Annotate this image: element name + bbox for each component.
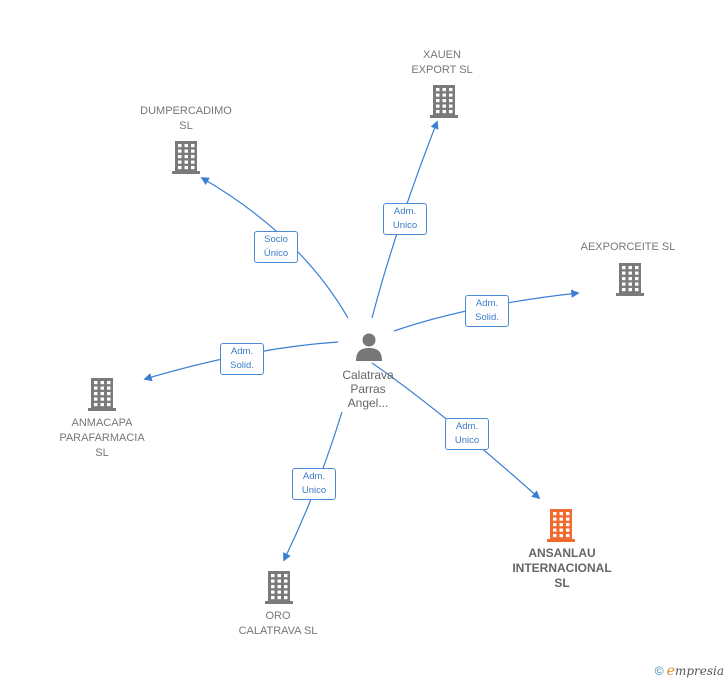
company-label[interactable]: DUMPERCADIMO SL [140,105,232,132]
edge-label[interactable]: Adm. Solid. [465,295,509,327]
edge-label[interactable]: Adm. Unico [292,468,336,500]
copyright-icon: © [654,664,664,678]
building-icon[interactable] [429,84,459,123]
building-icon[interactable] [171,140,201,179]
building-icon[interactable] [87,377,117,416]
brand-logo-initial: e [666,663,675,679]
edge-label[interactable]: Adm. Unico [383,203,427,235]
building-icon[interactable] [264,570,294,609]
person-name-label[interactable]: Calatrava Parras Angel... [342,368,394,410]
person-icon[interactable] [354,331,384,361]
edge-label[interactable]: Adm. Unico [445,418,489,450]
company-label[interactable]: ORO CALATRAVA SL [238,610,318,637]
edge-label[interactable]: Socio Único [254,231,298,263]
brand-logo-text: mpresia [674,664,724,678]
brand-footer: © empresia [655,663,724,679]
company-label[interactable]: AEXPORCEITE SL [580,241,676,253]
edge-label[interactable]: Adm. Solid. [220,343,264,375]
company-label[interactable]: XAUEN EXPORT SL [411,49,473,76]
building-icon[interactable] [615,262,645,301]
building-icon[interactable] [546,508,576,547]
company-label[interactable]: ANMACAPA PARAFARMACIA SL [59,417,145,459]
company-label[interactable]: ANSANLAU INTERNACIONAL SL [512,546,612,590]
